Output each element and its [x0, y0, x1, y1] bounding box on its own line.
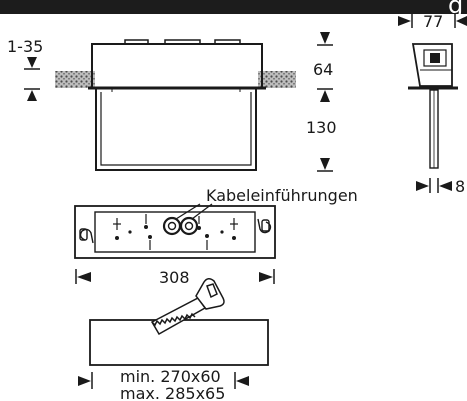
side-view — [408, 43, 458, 169]
cable-gland-icon — [162, 203, 213, 236]
cutout-max-label: max. 285x65 — [120, 384, 225, 401]
flange-dimension — [24, 57, 40, 101]
front-view — [55, 39, 296, 171]
top-view — [74, 205, 276, 259]
ceiling-cutout — [89, 319, 269, 366]
height-upper-label: 64 — [313, 60, 333, 79]
length-label: 308 — [159, 268, 190, 287]
flange-thickness-label: 1-35 — [7, 37, 43, 56]
height-lower-label: 130 — [306, 118, 337, 137]
side-width-label: 77 — [423, 12, 443, 31]
spring-clip-icon — [79, 218, 272, 244]
header-bar — [0, 0, 467, 14]
cutout-min-label: min. 270x60 — [120, 367, 221, 386]
length-dimension — [75, 269, 275, 284]
height-dimension — [317, 32, 333, 172]
saw-icon — [150, 278, 225, 336]
rod-width-label: 8 — [455, 177, 465, 196]
rod-width-dimension — [416, 178, 452, 193]
cutout-dimension — [78, 372, 249, 389]
ceiling-right — [258, 71, 296, 88]
ceiling-left — [55, 71, 95, 88]
header-title-fragment: g — [448, 0, 463, 19]
side-width-dimension — [398, 14, 467, 28]
cable-entries-label: Kabeleinführungen — [206, 186, 358, 205]
